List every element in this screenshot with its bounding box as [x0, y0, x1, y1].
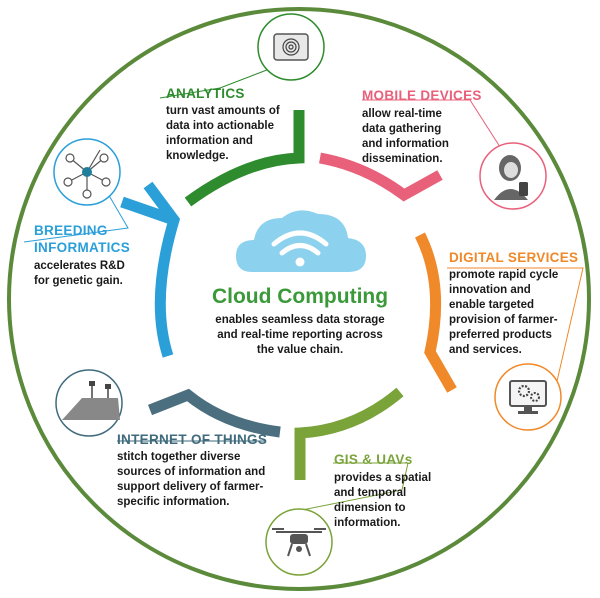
- analytics-line: data into actionable: [166, 120, 274, 132]
- segment-gis-arc: [294, 387, 404, 480]
- mobile-line: dissemination.: [362, 153, 443, 165]
- digital-line: promote rapid cycle: [449, 269, 559, 281]
- center-line: enables seamless data storage: [215, 314, 385, 326]
- breeding-line: for genetic gain.: [34, 275, 123, 287]
- digital-line: preferred products: [449, 329, 552, 341]
- cloud-wifi-icon: [236, 210, 366, 272]
- segment-iot-arc: [147, 388, 281, 438]
- segment-digital-arc: [415, 232, 457, 393]
- analytics-title: ANALYTICS: [166, 86, 245, 101]
- iot-line: specific information.: [117, 496, 230, 508]
- mobile-line: data gathering: [362, 123, 442, 135]
- monitor-gears-icon: [494, 363, 562, 431]
- center-line: and real-time reporting across: [217, 329, 383, 341]
- center-description: enables seamless data storage and real-t…: [175, 313, 425, 358]
- center-line: the value chain.: [256, 344, 344, 356]
- breeding-title-line: BREEDING: [34, 223, 108, 238]
- center-title: Cloud Computing: [211, 285, 389, 308]
- digital-line: provision of farmer-: [449, 314, 558, 326]
- iot-description: stitch together diverse sources of infor…: [117, 450, 265, 510]
- iot-line: stitch together diverse: [117, 451, 241, 463]
- gis-uavs-description: provides a spatial and temporal dimensio…: [334, 471, 431, 531]
- segment-mobile-arc: [318, 152, 443, 202]
- mobile-devices-title: MOBILE DEVICES: [362, 88, 482, 103]
- digital-line: and services.: [449, 344, 522, 356]
- network-nodes-icon: [53, 138, 121, 206]
- field-sensors-icon: [55, 369, 123, 437]
- breeding-informatics-description: accelerates R&D for genetic gain.: [34, 259, 125, 289]
- analytics-line: turn vast amounts of: [166, 105, 280, 117]
- gis-uavs-title: GIS & UAVs: [334, 452, 413, 467]
- person-with-phone-icon: [479, 142, 547, 210]
- breeding-title-line: INFORMATICS: [34, 240, 131, 255]
- digital-line: enable targeted: [449, 299, 534, 311]
- tablet-fingerprint-icon: [257, 13, 325, 81]
- drone-icon: [265, 508, 333, 576]
- breeding-line: accelerates R&D: [34, 260, 125, 272]
- digital-line: innovation and: [449, 284, 531, 296]
- iot-line: sources of information and: [117, 466, 266, 478]
- digital-services-title: DIGITAL SERVICES: [449, 250, 579, 265]
- digital-services-description: promote rapid cycle innovation and enabl…: [449, 268, 558, 358]
- iot-line: support delivery of farmer-: [117, 481, 264, 493]
- analytics-description: turn vast amounts of data into actionabl…: [166, 104, 280, 164]
- segment-analytics-arc: [184, 110, 305, 207]
- gis-line: information.: [334, 517, 401, 529]
- iot-title: INTERNET OF THINGS: [117, 432, 268, 447]
- gis-line: dimension to: [334, 502, 406, 514]
- mobile-line: and information: [362, 138, 449, 150]
- outer-ring: [7, 7, 591, 591]
- gis-line: provides a spatial: [334, 472, 432, 484]
- breeding-informatics-title: BREEDING INFORMATICS: [34, 222, 130, 256]
- segment-breeding-arc: [120, 181, 181, 358]
- mobile-devices-description: allow real-time data gathering and infor…: [362, 107, 449, 167]
- analytics-line: knowledge.: [166, 150, 229, 162]
- gis-line: and temporal: [334, 487, 407, 499]
- mobile-line: allow real-time: [362, 108, 442, 120]
- analytics-line: information and: [166, 135, 253, 147]
